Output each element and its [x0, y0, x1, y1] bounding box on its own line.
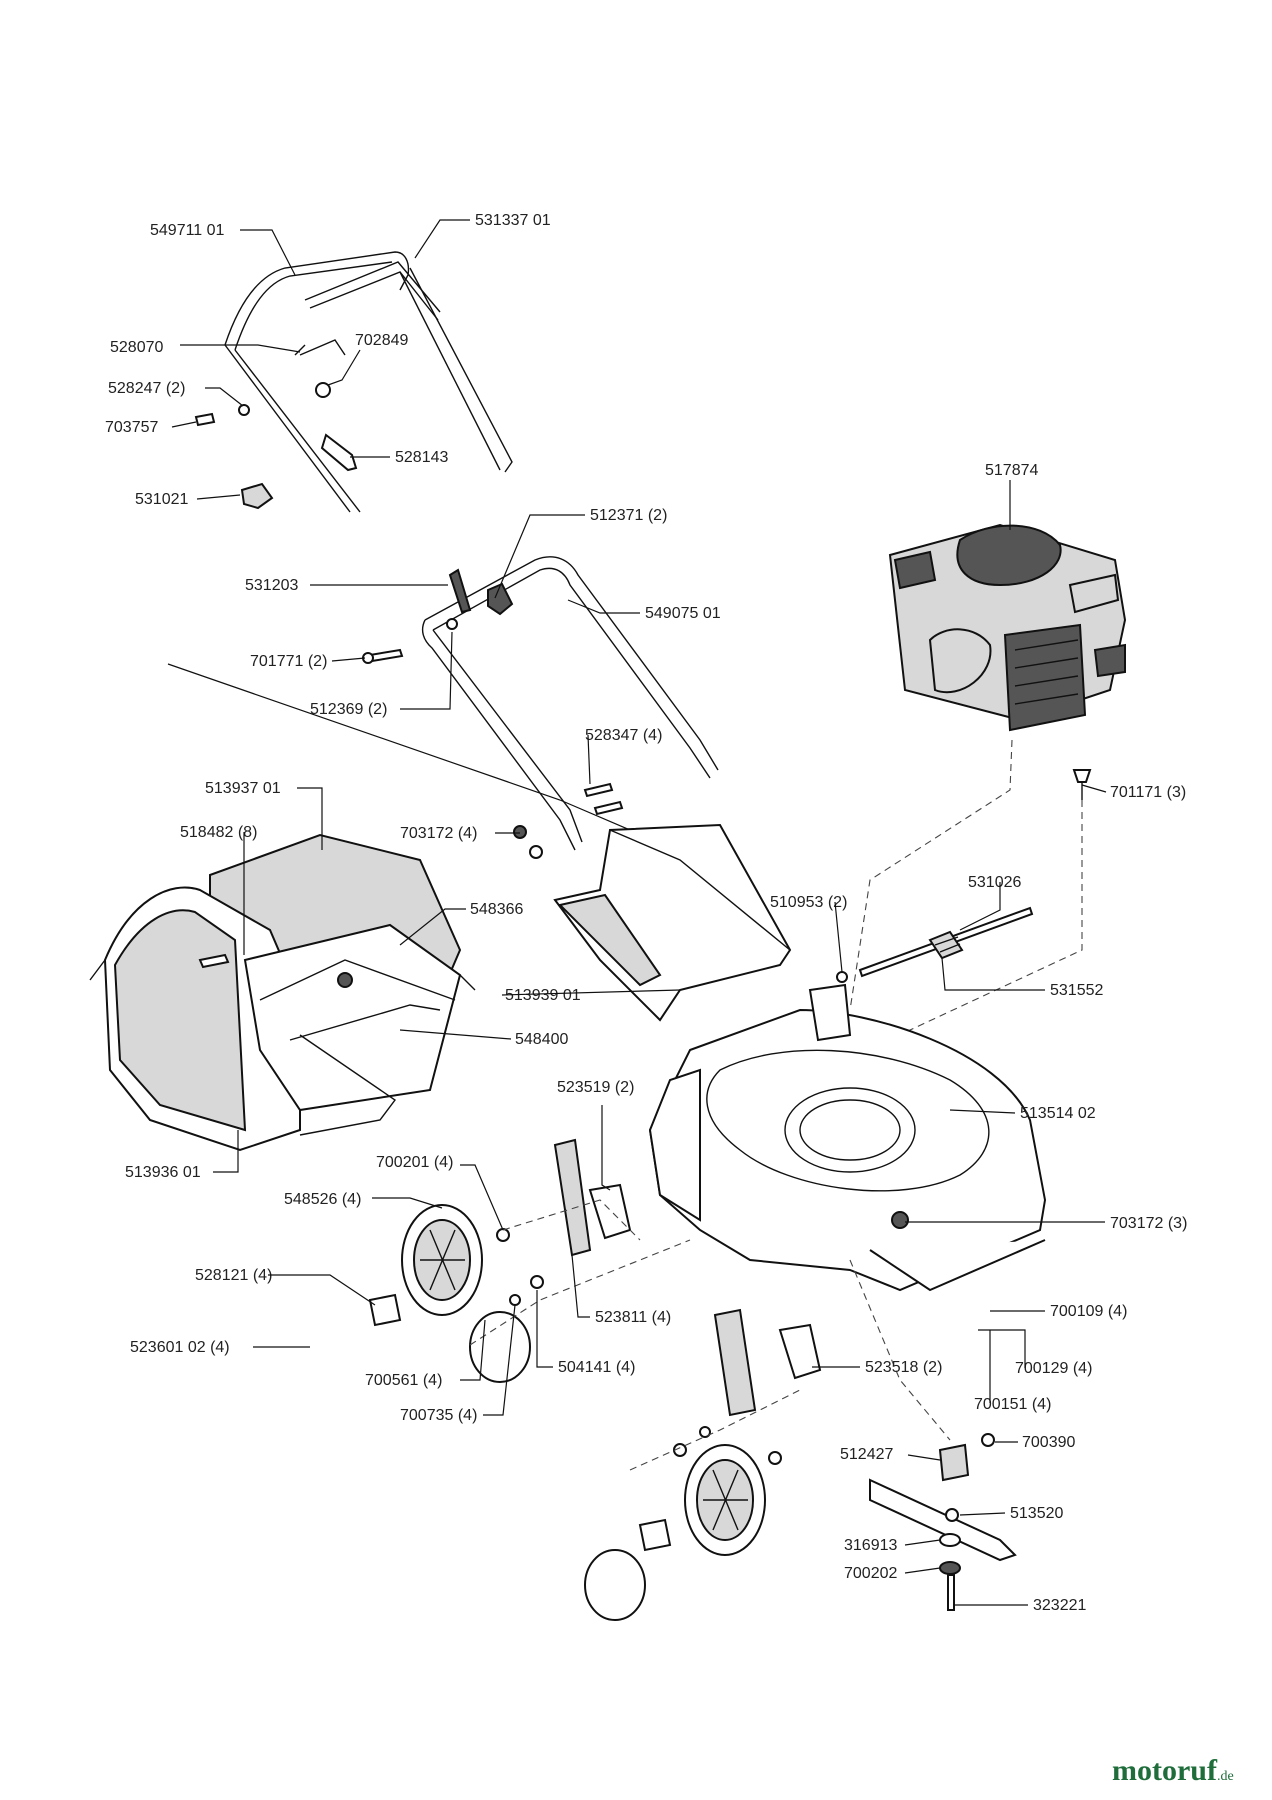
- lower-handle-drawing: [362, 556, 719, 859]
- part-label: 700129 (4): [1015, 1360, 1092, 1377]
- part-label: 703172 (4): [400, 825, 477, 842]
- part-label: 531552: [1050, 982, 1103, 999]
- part-label: 523811 (4): [595, 1309, 671, 1326]
- part-label: 531026: [968, 874, 1021, 891]
- engine-drawing: [888, 523, 1127, 732]
- part-label: 531203: [245, 577, 298, 594]
- part-label: 510953 (2): [770, 894, 847, 911]
- part-label: 523518 (2): [865, 1359, 942, 1376]
- watermark-tld: .de: [1216, 1769, 1234, 1784]
- upper-handle-drawing: [194, 251, 513, 513]
- watermark-brand: motoruf: [1112, 1754, 1217, 1787]
- rear-axle-drawing: [836, 906, 1034, 983]
- blade-drawing: [849, 1259, 1017, 1611]
- part-label: 323221: [1033, 1597, 1086, 1614]
- mower-deck-drawing: [648, 983, 1047, 1292]
- part-label: 518482 (8): [180, 824, 257, 841]
- leader-lines: [171, 219, 1107, 1606]
- part-label: 703757: [105, 419, 158, 436]
- part-label: 700735 (4): [400, 1407, 477, 1424]
- part-label: 513514 02: [1020, 1105, 1096, 1122]
- part-label: 513936 01: [125, 1164, 201, 1181]
- part-label: 548366: [470, 901, 523, 918]
- part-label: 700201 (4): [376, 1154, 453, 1171]
- part-label: 701771 (2): [250, 653, 327, 670]
- part-label: 512369 (2): [310, 701, 387, 718]
- part-label: 548400: [515, 1031, 568, 1048]
- part-label: 528143: [395, 449, 448, 466]
- part-label: 523601 02 (4): [130, 1339, 230, 1356]
- part-labels: 549711 01 531337 01 528070 702849 528247…: [105, 212, 1187, 1614]
- part-label: 513520: [1010, 1505, 1063, 1522]
- part-label: 703172 (3): [1110, 1215, 1187, 1232]
- part-label: 700109 (4): [1050, 1303, 1127, 1320]
- engine-mount-lines: [849, 739, 1092, 1071]
- part-label: 517874: [985, 462, 1038, 479]
- part-label: 316913: [844, 1537, 897, 1554]
- part-label: 531021: [135, 491, 188, 508]
- part-label: 531337 01: [475, 212, 551, 229]
- part-label: 700151 (4): [974, 1396, 1051, 1413]
- front-wheel-drawing: [584, 1308, 822, 1621]
- part-label: 702849: [355, 332, 408, 349]
- part-label: 700390: [1022, 1434, 1075, 1451]
- part-label: 700561 (4): [365, 1372, 442, 1389]
- part-label: 528070: [110, 339, 163, 356]
- part-label: 504141 (4): [558, 1359, 635, 1376]
- part-label: 701171 (3): [1110, 784, 1186, 801]
- part-label: 512427: [840, 1446, 893, 1463]
- grass-bag-drawing: [89, 833, 476, 1152]
- motoruf-watermark: motoruf.de: [1112, 1754, 1234, 1788]
- rear-flap-drawing: [553, 823, 792, 1022]
- part-label: 528347 (4): [585, 727, 662, 744]
- part-label: 513937 01: [205, 780, 281, 797]
- part-label: 700202: [844, 1565, 897, 1582]
- part-label: 548526 (4): [284, 1191, 361, 1208]
- part-label: 528121 (4): [195, 1267, 272, 1284]
- rear-wheel-drawing: [368, 1138, 691, 1383]
- part-label: 512371 (2): [590, 507, 667, 524]
- part-label: 528247 (2): [108, 380, 185, 397]
- part-label: 513939 01: [505, 987, 581, 1004]
- part-label: 523519 (2): [557, 1079, 634, 1096]
- part-label: 549075 01: [645, 605, 721, 622]
- part-label: 549711 01: [150, 222, 225, 239]
